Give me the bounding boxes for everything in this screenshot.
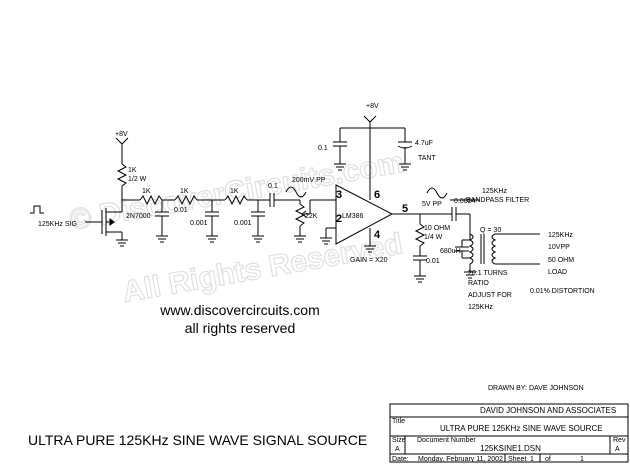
series-resistor-label: 10 OHM (424, 225, 450, 232)
doc-value: 125KSINE1.DSN (480, 444, 541, 453)
of-value: 1 (580, 456, 584, 463)
pin5-label: 5 (402, 203, 408, 215)
pin2-label: 2 (336, 213, 342, 225)
bypass-cap-label: 0.1 (318, 145, 328, 152)
doc-label: Document Number (417, 437, 476, 444)
output-line4: LOAD (548, 269, 567, 276)
sheet-label: Sheet (508, 456, 526, 463)
transistor-label: 2N7000 (126, 213, 151, 220)
watermark-line2: All Rights Reserved (120, 227, 405, 309)
turns-line2: RATIO (468, 280, 489, 287)
date-label: Date: (392, 456, 409, 463)
credit-rights: all rights reserved (185, 320, 296, 336)
output-amplitude: 5V PP (422, 201, 442, 208)
distortion-label: 0.01% DISTORTION (530, 288, 595, 295)
input-label: 125KHz SIG (38, 221, 77, 228)
r3-label: 1K (230, 188, 239, 195)
pin3-label: 3 (336, 189, 342, 201)
series-resistor-watts: 1/4 W (424, 234, 443, 241)
wires (30, 115, 540, 283)
sheet-value: 1 (530, 456, 534, 463)
credit-url: www.discovercircuits.com (159, 302, 319, 318)
company-name: DAVID JOHNSON AND ASSOCIATES (480, 406, 616, 415)
supply-top-label: +8V (366, 103, 379, 110)
pullup-watts: 1/2 W (128, 176, 147, 183)
tant-label: TANT (418, 155, 436, 162)
output-line2: 10VPP (548, 244, 570, 251)
tant-cap-label: 4.7uF (415, 140, 433, 147)
rev-value: A (615, 446, 620, 453)
amp-label: LM386 (342, 213, 364, 220)
date-value: Monday, February 11, 2002 (418, 456, 503, 463)
snubber-cap-label: 0.01 (426, 258, 440, 265)
series-cap-label: 0.0024 (454, 198, 476, 205)
main-title: ULTRA PURE 125KHz SINE WAVE SIGNAL SOURC… (28, 432, 367, 448)
size-label: Size (392, 437, 406, 444)
pullup-value: 1K (128, 167, 137, 174)
pin4-label: 4 (374, 229, 381, 241)
drawn-by: DRAWN BY: DAVE JOHNSON (488, 385, 584, 392)
filter-label: 125KHz (482, 188, 507, 195)
coupling-cap-label: 0.1 (268, 183, 278, 190)
rev-label: Rev (613, 437, 626, 444)
supply-left-label: +8V (115, 131, 128, 138)
c1-label: 0.01 (174, 207, 188, 214)
tank-inductor-label: 680uH (440, 248, 461, 255)
output-line3: 50 OHM (548, 257, 574, 264)
title-value: ULTRA PURE 125KHz SINE WAVE SOURCE (440, 424, 603, 433)
r1-label: 1K (142, 188, 151, 195)
of-label: of (545, 456, 551, 463)
turns-line1: 20:1 TURNS (468, 270, 508, 277)
turns-line4: 125KHz (468, 304, 493, 311)
filter-label-2: BANDPASS FILTER (466, 197, 529, 204)
pot-label: 22K (305, 213, 318, 220)
c3-label: 0.001 (234, 220, 252, 227)
title-label: Title (392, 418, 405, 425)
title-block (389, 403, 629, 463)
pin6-label: 6 (374, 189, 380, 201)
size-value: A (395, 446, 400, 453)
input-amplitude: 200mV PP (292, 177, 326, 184)
output-line1: 125KHz (548, 232, 573, 239)
gain-label: GAIN = X20 (350, 257, 388, 264)
c2-label: 0.001 (190, 220, 208, 227)
turns-line3: ADJUST FOR (468, 292, 512, 299)
q-value: Q = 30 (480, 227, 501, 234)
r2-label: 1K (180, 188, 189, 195)
